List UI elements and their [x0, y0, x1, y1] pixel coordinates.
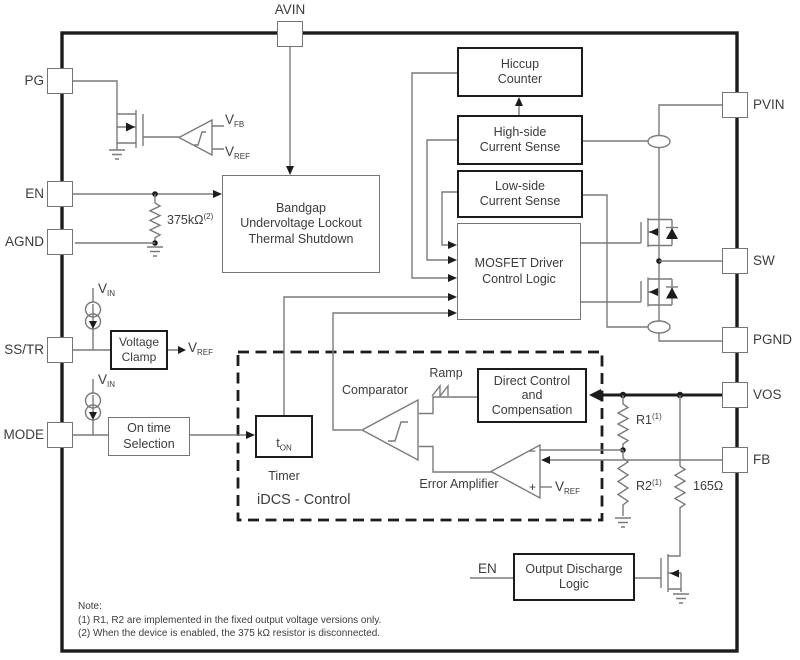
high-side-mosfet-icon	[581, 218, 678, 247]
notes: Note: (1) R1, R2 are implemented in the …	[78, 600, 381, 641]
pin-label-mode: MODE	[3, 427, 45, 442]
block-hiccup-counter: Hiccup Counter	[457, 47, 583, 97]
resistor-165-icon	[668, 395, 687, 557]
pin-mode	[47, 422, 73, 448]
error-amplifier-icon	[489, 443, 552, 500]
label-resistor-165: 165Ω	[693, 479, 724, 493]
pg-mosfet-icon	[73, 80, 179, 160]
label-vfb: VFB	[225, 112, 245, 129]
label-vin-sstr: VIN	[98, 281, 116, 298]
pin-pvin	[722, 92, 748, 118]
current-source-sstr-icon	[84, 288, 102, 350]
label-resistor-375k: 375kΩ(2)	[167, 212, 214, 227]
block-output-discharge-logic: Output Discharge Logic	[513, 553, 635, 601]
wire-highside-cs-to-hiccup	[515, 97, 523, 115]
resistor-375k-icon	[75, 194, 163, 257]
pin-label-sw: SW	[753, 253, 775, 268]
wire-en-to-bandgap	[73, 190, 222, 198]
block-bandgap-uvlo-thermal: Bandgap Undervoltage Lockout Thermal Shu…	[222, 175, 380, 273]
low-side-mosfet-icon	[581, 277, 678, 307]
pin-label-avin: AVIN	[274, 2, 306, 17]
pin-sw	[722, 248, 748, 274]
discharge-mosfet-icon	[635, 554, 689, 604]
wire-directcontrol-to-comparator	[419, 396, 477, 415]
block-on-time-selection: On time Selection	[108, 417, 190, 456]
block-high-side-current-sense: High-side Current Sense	[457, 115, 583, 165]
label-ramp: Ramp	[429, 366, 463, 380]
block-mosfet-driver-control-logic: MOSFET Driver Control Logic	[457, 223, 581, 320]
note-line-2: (2) When the device is enabled, the 375 …	[78, 628, 381, 639]
wire-erroramp-to-comparator	[419, 445, 492, 473]
resistor-r2-icon	[615, 450, 631, 528]
wire-lowside-cs-sense	[583, 194, 648, 328]
pin-label-pvin: PVIN	[753, 97, 785, 112]
error-amp-minus-input: −	[529, 444, 537, 458]
label-vin-mode: VIN	[98, 372, 116, 389]
pin-label-en: EN	[25, 186, 44, 201]
block-direct-control-compensation: Direct Control and Compensation	[477, 368, 587, 423]
label-vref-clamp: VREF	[188, 340, 214, 357]
resistor-r1-icon	[616, 395, 630, 453]
pin-avin	[277, 21, 303, 47]
wire-highside-cs-to-driver	[426, 139, 457, 264]
pin-en	[47, 181, 73, 207]
pin-label-vos: VOS	[753, 387, 782, 402]
pin-label-fb: FB	[753, 452, 771, 467]
label-resistor-r1: R1(1)	[636, 412, 662, 427]
idcs-control-dashed-box	[236, 350, 604, 522]
wire-avin-to-bandgap	[286, 47, 294, 175]
label-resistor-r2: R2(1)	[636, 478, 662, 493]
block-low-side-current-sense: Low-side Current Sense	[457, 170, 583, 218]
pin-label-pgnd: PGND	[753, 332, 793, 347]
wire-hiccup-to-driver	[411, 72, 457, 282]
wire-comparator-to-driver	[332, 309, 457, 431]
pg-comparator-icon	[177, 118, 224, 157]
wire-pvin-rail	[647, 104, 722, 342]
wire-mode-ontime-timer	[72, 431, 255, 439]
pin-pg	[47, 68, 73, 94]
pin-vos	[722, 382, 748, 408]
label-vref-pg: VREF	[225, 144, 251, 161]
pin-sstr	[47, 337, 73, 363]
wire-fb-to-error-amp	[541, 456, 722, 464]
wire-lowside-cs-to-driver	[441, 191, 457, 249]
pin-label-sstr: SS/TR	[4, 342, 44, 357]
ramp-waveform-icon	[431, 384, 449, 398]
label-en-discharge: EN	[478, 561, 497, 576]
block-voltage-clamp: Voltage Clamp	[110, 330, 168, 370]
pin-pgnd	[722, 327, 748, 353]
pin-label-agnd: AGND	[4, 234, 44, 249]
label-vref-erroramp: VREF	[555, 479, 581, 496]
error-amp-plus-input: +	[529, 480, 537, 494]
current-source-mode-icon	[84, 379, 102, 435]
wire-timer-to-driver	[283, 293, 457, 415]
pin-agnd	[47, 229, 73, 255]
label-idcs-control: iDCS - Control	[257, 492, 351, 508]
wire-sstr-clamp	[72, 346, 186, 354]
note-line-1: (1) R1, R2 are implemented in the fixed …	[78, 614, 382, 626]
label-error-amplifier: Error Amplifier	[419, 477, 499, 491]
block-ton-timer: tON Timer	[255, 415, 313, 483]
label-comparator: Comparator	[342, 383, 408, 397]
pin-label-pg: PG	[24, 73, 44, 88]
wire-vos-to-direct-control	[589, 389, 722, 401]
note-title: Note:	[78, 601, 102, 612]
pin-fb	[722, 447, 748, 473]
comparator-icon	[360, 398, 419, 462]
